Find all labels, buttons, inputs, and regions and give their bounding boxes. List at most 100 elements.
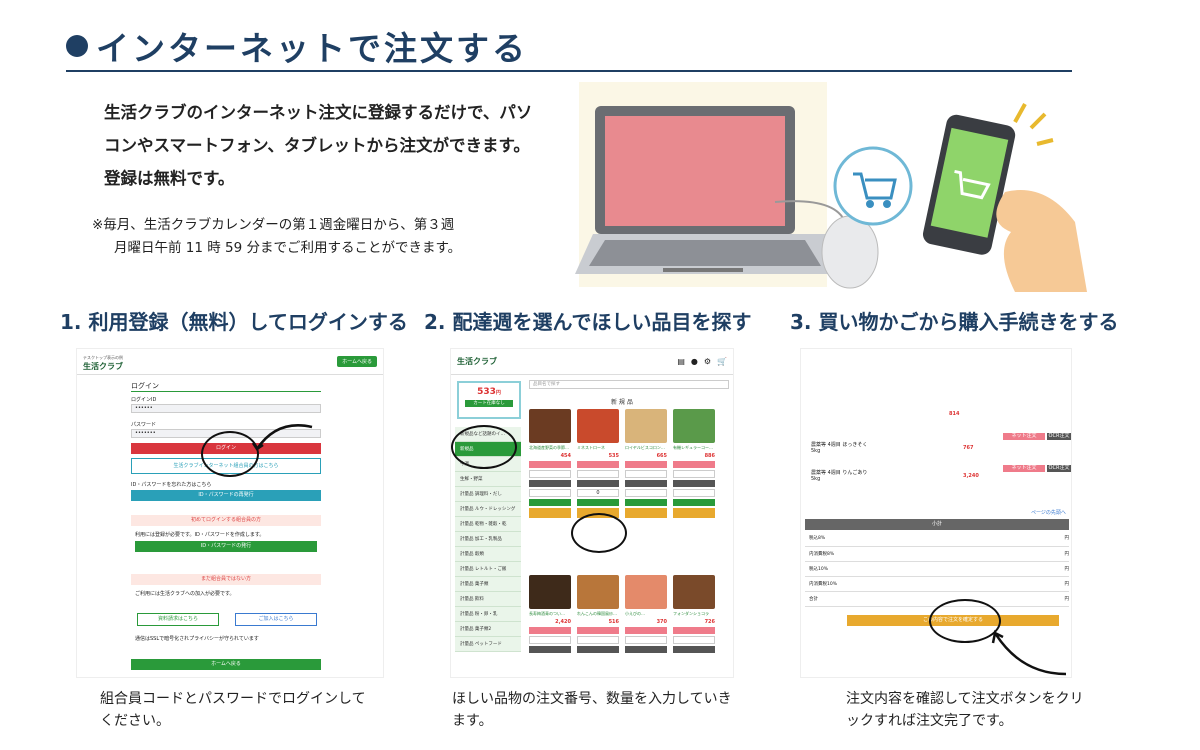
product-price: 370 [656,619,667,625]
product-name[interactable]: れんこんの韓国風炒… [577,611,617,616]
ocr-qty-input[interactable] [529,489,571,497]
qty-input[interactable] [529,470,571,478]
cart-screenshot: 814 農薬等 4週目 ほっきそく5kg 767 農薬等 4週目 りんごあり5k… [800,348,1072,678]
product-name[interactable]: 小えびの… [625,611,645,616]
logo: テスクトップ表示の例生活クラブ [83,354,123,371]
cart-bubble-icon [833,146,913,226]
product-name[interactable]: 有機レギュラーコー… [673,445,713,450]
product-card: フォンダンショコラ 726 [673,575,715,677]
category-title: 新 規 品 [611,399,633,406]
add-to-cart-button[interactable] [529,499,571,506]
sidebar-item[interactable]: 計量品 菓子類2 [455,622,521,637]
step-1-caption: 組合員コードとパスワードでログインしてください。 [100,691,366,729]
sidebar-item[interactable]: 計量品 乾物・雑穀・乾 [455,517,521,532]
item-price: 3,240 [963,473,979,479]
item-price: 767 [963,445,974,451]
login-header: テスクトップ表示の例生活クラブ ホームへ戻る [77,349,383,375]
net-order-label: ネット注文 [1003,465,1045,472]
sidebar-item[interactable]: 計量品 ペットフード [455,637,521,652]
product-name[interactable]: 北海道産野菜の季節… [529,445,569,450]
intro-text: 生活クラブのインターネット注文に登録するだけで、パソコンやスマートフォン、タブレ… [104,103,533,188]
search-input[interactable]: 品目名で探す [529,380,729,389]
step-1-heading: 1. 利用登録（無料）してログインする [60,310,408,334]
product-price: 665 [656,453,667,459]
ocr-order-label: OCR注文 [1047,433,1071,440]
product-header: 生活クラブ ▤ ● ⚙ 🛒 [451,349,733,375]
product-card: 北海道産野菜の季節… 454 [529,409,571,569]
user-icon[interactable]: ● [690,357,698,366]
ocr-order-label: OCR注文 [1047,465,1071,472]
hand-icon [996,190,1087,292]
sidebar-item[interactable]: 計量品 飲料 [455,592,521,607]
product-price: 726 [704,619,715,625]
cart-price: 533円 [477,387,501,397]
sidebar-item[interactable]: 計量品 調理料・だし [455,487,521,502]
login-screenshot: テスクトップ表示の例生活クラブ ホームへ戻る ログイン ログインID •••••… [76,348,384,678]
product-card: 有機レギュラーコー… 886 [673,409,715,569]
note-text: ※毎月、生活クラブカレンダーの第１週金曜日から、第３週 月曜日午前 11 時 5… [92,214,562,260]
logo: 生活クラブ [457,357,497,366]
highlight-circle-qty [571,513,627,553]
cart-icon[interactable]: 🛒 [717,357,727,366]
forgot-text: ID・パスワードを忘れた方はこちら [131,482,212,488]
sidebar-item[interactable]: 計量品 粉・卵・乳 [455,607,521,622]
net-order-label [529,461,571,468]
product-card: 長寿梅酒青のつい… 2,420 [529,575,571,677]
sidebar-item[interactable]: 計量品 ルウ・ドレッシング [455,502,521,517]
reissue-button[interactable]: ID・パスワードの再発行 [131,490,321,501]
favorite-button[interactable] [529,508,571,518]
header-icons: ▤ ● ⚙ 🛒 [677,357,727,366]
product-name[interactable]: ロイヤルビスコロン… [625,445,665,450]
subtotal-row-label: 内消費税8% [805,546,1014,562]
product-card: 小えびの… 370 [625,575,667,677]
highlight-circle [201,431,259,477]
highlight-circle-order [929,599,1001,643]
product-price: 886 [704,453,715,459]
subtotal-row-label: 税込8% [805,531,1014,547]
sidebar-item[interactable]: 計量品 レトルト・ご飯 [455,562,521,577]
add-to-cart-button[interactable] [577,499,619,506]
first-login-text: 利用には登録が必要です。ID・パスワードを作成します。 [135,532,265,538]
login-heading: ログイン [131,381,321,392]
page-title-block: インターネットで注文する [66,22,528,70]
sidebar-item[interactable]: 計量品 加工・乳製品 [455,532,521,547]
product-price: 516 [608,619,619,625]
cart-button[interactable]: カート在庫なし [465,400,513,407]
menu-icon[interactable]: ▤ [677,357,685,366]
subtotal-table: 税込8%円 内消費税8%円 税込10%円 内消費税10%円 合計円 [805,531,1069,607]
login-id-input[interactable]: •••••• [131,404,321,413]
product-price: 535 [608,453,619,459]
password-label: パスワード [131,422,157,428]
bullet-dot-icon [66,35,88,57]
sidebar-item[interactable]: 計量品 穀類 [455,547,521,562]
net-order-label: ネット注文 [1003,433,1045,440]
home-button[interactable]: ホームへ戻る [337,356,377,367]
product-name[interactable]: ミネストローネ [577,445,605,450]
arrow-icon [991,629,1067,676]
footer-home-button[interactable]: ホームへ戻る [131,659,321,670]
sidebar-item[interactable]: 生鮮・野菜 [455,472,521,487]
step-2-heading: 2. 配達週を選んでほしい品目を探す [424,310,752,334]
sidebar-item[interactable]: 計量品 菓子類 [455,577,521,592]
qty-input[interactable]: 0 [577,489,619,497]
subtotal-row-label: 内消費税10% [805,576,1014,592]
cart-summary: 533円 カート在庫なし [457,381,521,419]
item-name: 農薬等 4週目 りんごあり5kg [811,470,868,482]
request-button[interactable]: 資料請求はこちら [137,613,219,626]
product-name[interactable]: 長寿梅酒青のつい… [529,611,565,616]
first-login-heading: 初めてログインする組合員の方 [131,515,321,526]
step-3-caption: 注文内容を確認して注文ボタンをクリックすれば注文完了です。 [846,691,1084,729]
issue-button[interactable]: ID・パスワードの発行 [135,541,317,552]
product-image [529,409,571,443]
join-button[interactable]: ご加入はこちら [235,613,317,626]
step-3-heading: 3. 買い物かごから購入手続きをする [790,310,1119,334]
settings-icon[interactable]: ⚙ [703,357,712,366]
subtotal-heading: 小計 [805,519,1069,530]
nonmember-text: ご利用には生活クラブへの加入が必要です。 [135,591,235,597]
page-top-link[interactable]: ページの先頭へ [1031,510,1066,516]
product-price: 2,420 [555,619,571,625]
item-price: 814 [949,411,960,417]
note-line-1: ※毎月、生活クラブカレンダーの第１週金曜日から、第３週 [92,217,455,233]
product-name[interactable]: フォンダンショコラ [673,611,709,616]
subtotal-row-label: 税込10% [805,561,1014,577]
